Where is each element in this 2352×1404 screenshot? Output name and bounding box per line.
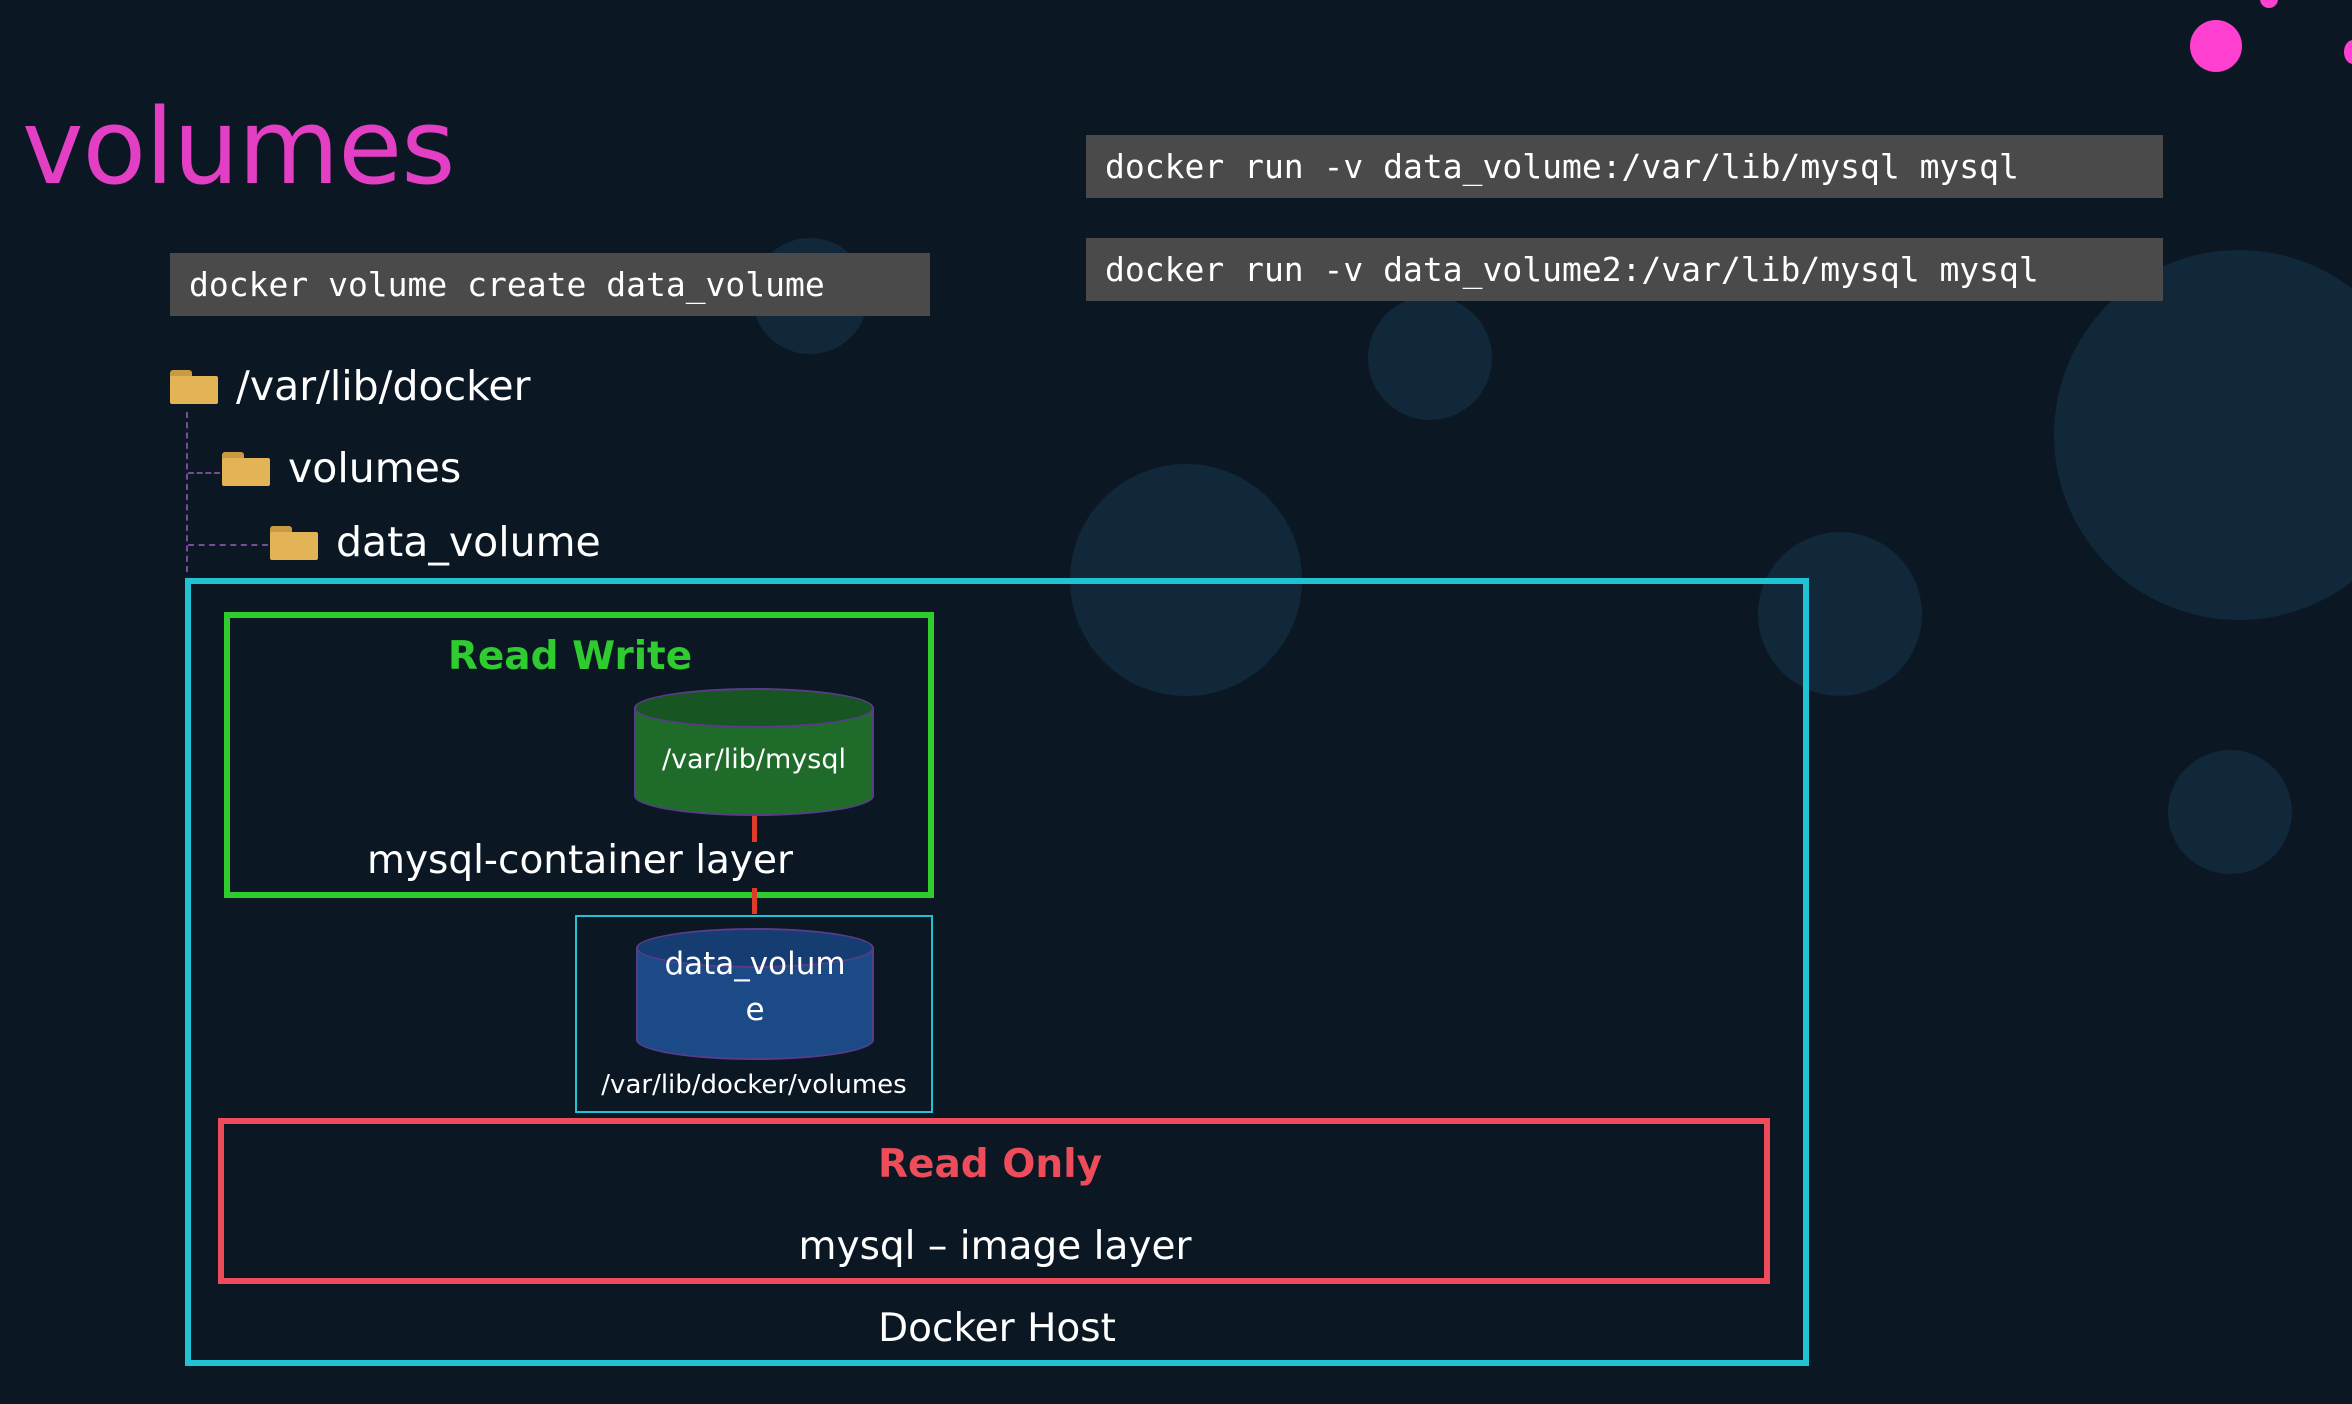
folder-icon	[222, 452, 270, 486]
mount-link	[752, 888, 757, 914]
tree-connector	[188, 472, 220, 474]
container-layer-label: mysql-container layer	[366, 838, 794, 883]
read-only-layer-box	[218, 1118, 1770, 1284]
background-circle	[1758, 532, 1922, 696]
background-circle	[1368, 296, 1492, 420]
tree-data-volume-label: data_volume	[336, 518, 601, 566]
tree-volumes-label: volumes	[288, 444, 462, 492]
read-write-label: Read Write	[447, 634, 693, 679]
image-layer-label: mysql – image layer	[798, 1224, 1192, 1269]
docker-run-command-2: docker run -v data_volume2:/var/lib/mysq…	[1086, 238, 2163, 301]
volume-path-label: /var/lib/docker/volumes	[601, 1070, 907, 1100]
container-cylinder-label: /var/lib/mysql	[661, 744, 847, 775]
container-mysql-cylinder: /var/lib/mysql	[634, 688, 874, 816]
data-volume-cylinder: data_volum e	[636, 928, 874, 1060]
volume-create-command: docker volume create data_volume	[170, 253, 930, 316]
decor-dot	[2260, 0, 2278, 8]
volume-cylinder-label-line2: e	[745, 992, 765, 1028]
tree-connector	[186, 412, 188, 572]
decor-dot	[2344, 40, 2352, 64]
tree-connector	[188, 544, 268, 546]
folder-icon	[170, 370, 218, 404]
mount-link	[752, 816, 757, 842]
decor-dot	[2190, 20, 2242, 72]
tree-root-label: /var/lib/docker	[236, 362, 531, 410]
folder-icon	[270, 526, 318, 560]
volume-storage-box	[575, 915, 933, 1113]
docker-host-box	[185, 578, 1809, 1366]
docker-run-command-1: docker run -v data_volume:/var/lib/mysql…	[1086, 135, 2163, 198]
docker-host-label: Docker Host	[878, 1306, 1116, 1351]
background-circle	[2054, 250, 2352, 620]
read-write-layer-box	[224, 612, 934, 898]
read-only-label: Read Only	[877, 1142, 1102, 1187]
volume-cylinder-label-line1: data_volum	[664, 946, 846, 982]
background-circle	[2168, 750, 2292, 874]
slide-title: volumes	[22, 86, 455, 208]
